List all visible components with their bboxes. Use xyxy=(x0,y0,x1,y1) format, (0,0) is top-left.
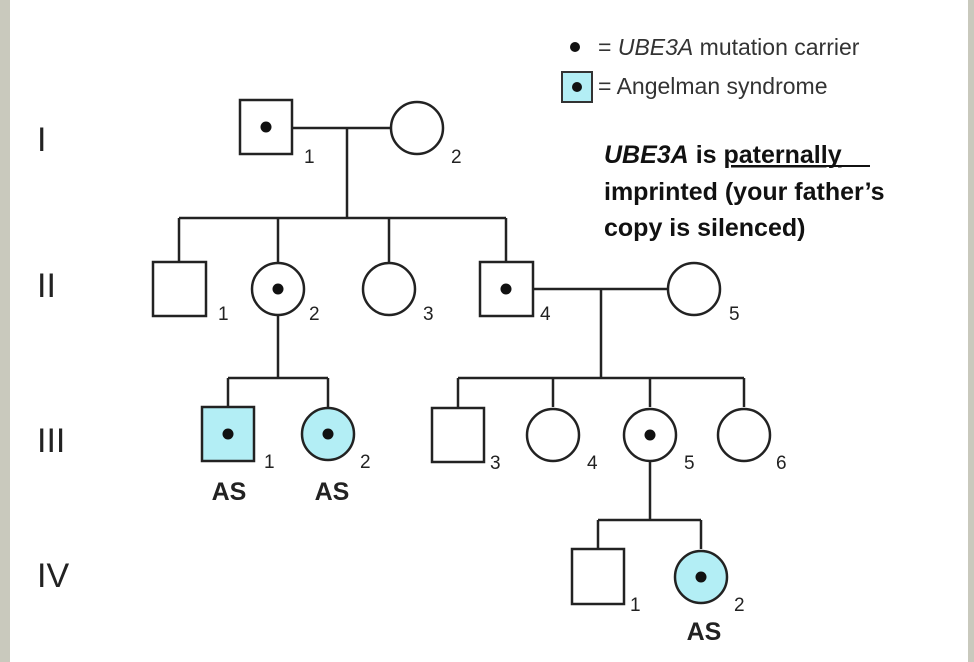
individual-number: 1 xyxy=(218,304,229,325)
affected-label: AS xyxy=(315,478,350,506)
carrier-dot xyxy=(260,121,272,133)
individual-II-1: 1 xyxy=(151,260,229,325)
individual-number: 2 xyxy=(360,452,371,473)
individual-number: 5 xyxy=(729,304,740,325)
individual-number: 1 xyxy=(304,147,315,168)
individual-III-6: 6 xyxy=(716,407,787,474)
individual-number: 3 xyxy=(423,304,434,325)
carrier-dot xyxy=(695,571,707,583)
female-symbol xyxy=(716,407,772,463)
carrier-dot xyxy=(500,283,512,295)
individual-IV-1: 1 xyxy=(570,547,641,616)
imprinting-note: UBE3A is paternally imprinted (your fath… xyxy=(604,141,885,242)
legend-carrier-text: = UBE3A mutation carrier xyxy=(598,34,860,60)
individual-number: 1 xyxy=(264,452,275,473)
individual-number: 2 xyxy=(451,147,462,168)
carrier-dot xyxy=(272,283,284,295)
individual-II-5: 5 xyxy=(666,261,740,325)
individual-number: 2 xyxy=(734,595,745,616)
carrier-dot xyxy=(222,428,234,440)
male-symbol xyxy=(570,547,626,606)
affected-label: AS xyxy=(212,478,247,506)
female-symbol xyxy=(666,261,722,317)
note-line-2: imprinted (your father’s xyxy=(604,178,885,206)
male-symbol-affected xyxy=(200,405,256,463)
individual-III-4: 4 xyxy=(525,407,598,474)
female-symbol xyxy=(361,261,417,317)
individual-I-1: 1 xyxy=(238,98,315,168)
individual-III-5: 5 xyxy=(622,407,695,474)
affected-label: AS xyxy=(687,618,722,646)
carrier-dot xyxy=(644,429,656,441)
pedigree-lines xyxy=(177,126,746,549)
female-symbol xyxy=(525,407,581,463)
legend-affected-text: = Angelman syndrome xyxy=(598,73,828,99)
generation-label-III: III xyxy=(37,422,65,460)
female-symbol xyxy=(389,100,445,156)
individual-number: 5 xyxy=(684,453,695,474)
individual-number: 3 xyxy=(490,453,501,474)
individual-II-2: 2 xyxy=(250,261,320,325)
generation-label-II: II xyxy=(37,267,56,305)
individual-number: 4 xyxy=(587,453,598,474)
note-line-1: UBE3A is paternally xyxy=(604,141,842,169)
individual-III-2: 2 AS xyxy=(300,406,371,506)
individual-number: 4 xyxy=(540,304,551,325)
individual-number: 1 xyxy=(630,595,641,616)
individual-III-3: 3 xyxy=(430,406,501,474)
note-line-3: copy is silenced) xyxy=(604,214,805,242)
individual-II-4: 4 xyxy=(478,260,551,325)
individual-II-3: 3 xyxy=(361,261,434,325)
generation-label-I: I xyxy=(37,121,46,159)
pedigree-figure: I II III IV 1 2 xyxy=(10,0,968,662)
legend: = UBE3A mutation carrier = Angelman synd… xyxy=(561,34,860,103)
carrier-dot-icon xyxy=(570,42,580,52)
pedigree-chart: I II III IV 1 2 xyxy=(37,34,885,646)
individual-I-2: 2 xyxy=(389,100,462,168)
individual-number: 6 xyxy=(776,453,787,474)
individual-number: 2 xyxy=(309,304,320,325)
male-symbol xyxy=(151,260,208,318)
individual-IV-2: 2 AS xyxy=(673,549,745,646)
carrier-dot xyxy=(322,428,334,440)
male-symbol xyxy=(430,406,486,464)
individual-III-1: 1 AS xyxy=(200,405,275,506)
generation-label-IV: IV xyxy=(37,557,69,595)
